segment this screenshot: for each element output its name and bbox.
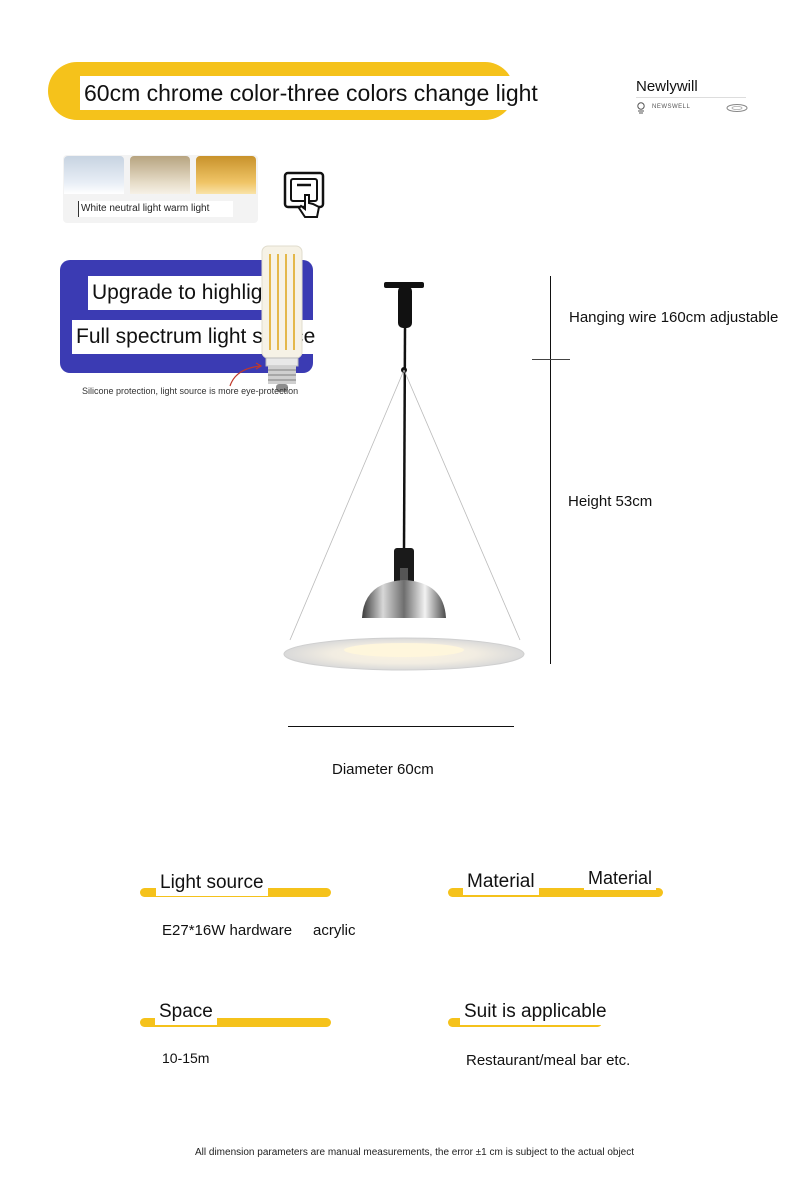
- suit-heading: Suit is applicable: [460, 998, 611, 1025]
- footnote: All dimension parameters are manual meas…: [195, 1147, 635, 1158]
- promo-headline: Upgrade to highlight: [88, 276, 284, 310]
- light-source-value: E27*16W hardware: [162, 922, 293, 939]
- warm-light-swatch: [196, 156, 256, 194]
- white-light-swatch: [64, 156, 124, 194]
- arrow-pointer-icon: [229, 362, 263, 387]
- promo-note: Silicone protection, light source is mor…: [82, 386, 299, 396]
- light-mode-label: White neutral light warm light: [78, 201, 234, 217]
- brand-name: Newlywill: [636, 78, 698, 95]
- material-heading-secondary: Material: [584, 866, 657, 890]
- pendant-lamp-illustration: [283, 282, 525, 671]
- material-value: acrylic: [313, 922, 356, 939]
- material-heading: Material: [463, 868, 539, 895]
- brand-subtitle: NEWSWELL: [652, 104, 691, 110]
- diameter-label: Diameter 60cm: [332, 761, 434, 778]
- brand-divider: [636, 97, 746, 98]
- wire-length-label: Hanging wire 160cm adjustable: [569, 309, 779, 326]
- led-bulb-icon: [261, 245, 303, 392]
- light-source-heading: Light source: [156, 869, 268, 896]
- height-label: Height 53cm: [568, 493, 653, 510]
- diameter-dimension-line: [288, 726, 514, 727]
- hand-press-switch-icon: [283, 171, 325, 218]
- brand-logo-icon: [637, 102, 645, 114]
- height-dimension-line: [550, 276, 551, 664]
- material-bar: [448, 888, 663, 897]
- space-bar: [140, 1018, 331, 1027]
- neutral-light-swatch: [130, 156, 190, 194]
- suit-value: Restaurant/meal bar etc.: [466, 1052, 631, 1069]
- space-heading: Space: [155, 998, 217, 1025]
- space-value: 10-15m: [162, 1050, 210, 1066]
- ceiling-light-icon: [726, 104, 748, 112]
- page-title: 60cm chrome color-three colors change li…: [80, 76, 542, 110]
- wire-dimension-tick: [532, 359, 570, 360]
